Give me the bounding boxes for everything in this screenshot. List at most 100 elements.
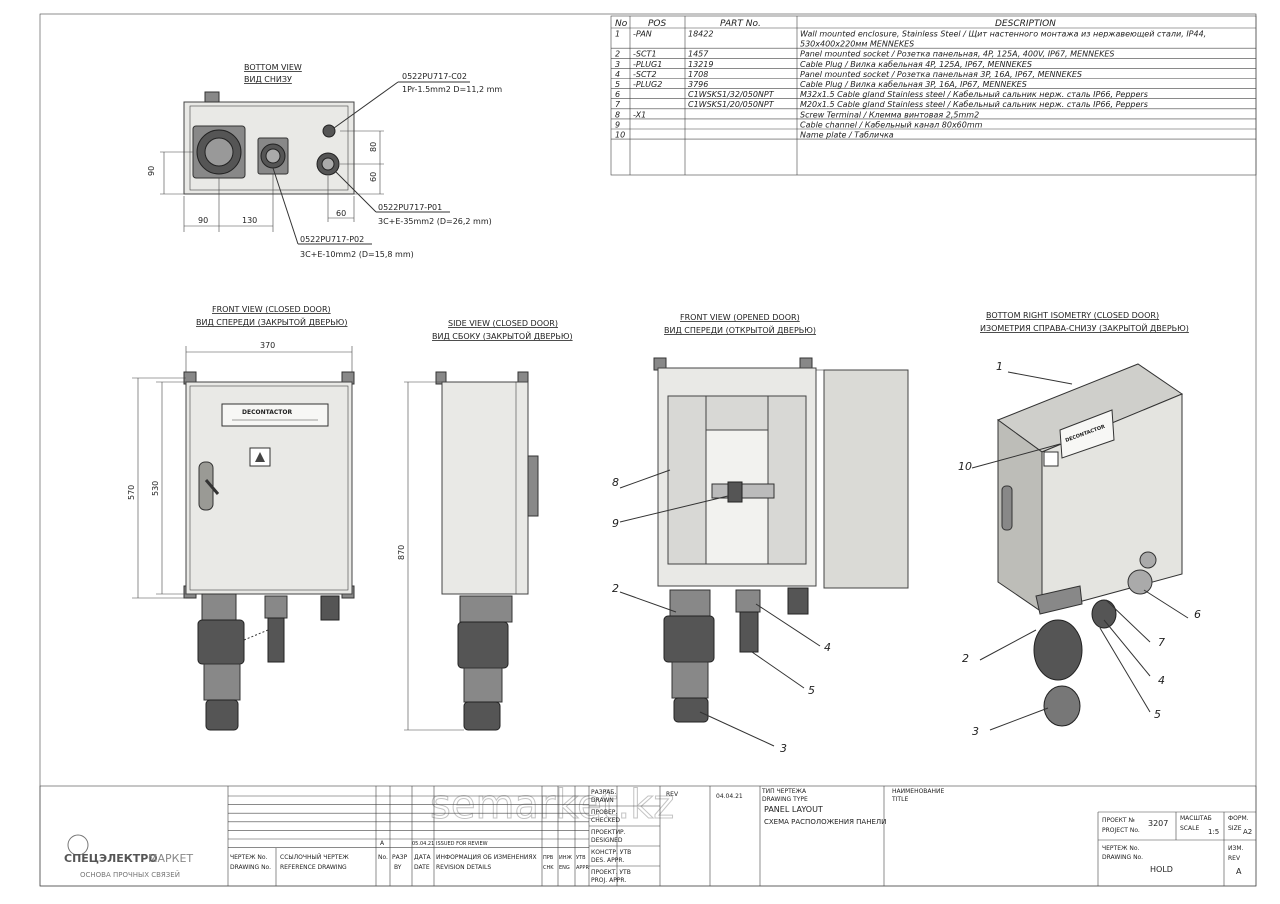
table-cell-part: 13219 [688,60,713,69]
table-cell-part: C1WSKS1/32/050NPT [688,90,775,99]
table-cell-no: 7 [615,100,621,109]
desappr-en: DES. APPR. [591,857,624,864]
table-cell-no: 2 [615,50,620,59]
callout-2-iso: 2 [962,652,969,665]
form-en: SIZE [1228,825,1242,832]
izm-en: REV [1228,855,1241,862]
table-cell-pos: -SCT1 [633,50,657,59]
dwg-val: HOLD [1150,865,1173,874]
dim-530: 530 [151,481,160,496]
table-cell-desc-continued: 530x400x220мм MENNEKES [800,40,914,49]
logo-brand-b: МАРКЕТ [148,852,193,865]
desappr-ru: КОНСТР. УТВ [591,849,631,856]
table-cell-no: 1 [615,30,620,39]
table-cell-no: 5 [615,80,620,89]
col-header-no: No [615,19,628,29]
table-cell-no: 10 [615,131,625,140]
callout-5-iso: 5 [1154,708,1161,721]
callout-2-open: 2 [612,582,619,595]
callout-p02: 0522PU717-P02 [300,235,364,244]
watermark: semarket.kz [430,782,674,828]
hinge-tab [204,91,220,103]
table-cell-pos: -X1 [633,110,646,119]
col-date-en: DATE [414,864,430,871]
dim-90-v: 90 [147,166,156,176]
front-view-opened: FRONT VIEW (OPENED DOOR) ВИД СПЕРЕДИ (ОТ… [612,313,909,755]
type-ru: ТИП ЧЕРТЕЖА [761,788,807,795]
callout-7-iso: 7 [1158,636,1165,649]
izm-val: A [1236,867,1242,876]
col-header-description: DESCRIPTION [995,19,1056,29]
col-appr-ru: УТВ [576,855,586,861]
rev-date: 05.04.21 [412,841,434,847]
col-header-part: PART No. [720,19,761,29]
table-cell-no: 8 [615,110,620,119]
table-cell-desc: Wall mounted enclosure, Stainless Steel … [800,30,1206,39]
scale-val: 1:5 [1208,828,1219,836]
callout-c02: 0522PU717-C02 [402,72,467,81]
logo-tagline: ОСНОВА ПРОЧНЫХ СВЯЗЕЙ [80,870,180,879]
table-cell-part: 1457 [688,50,709,59]
callout-4-iso: 4 [1158,674,1165,687]
open-door [823,369,909,589]
front-opened-title-ru: ВИД СПЕРЕДИ (ОТКРЫТОЙ ДВЕРЬЮ) [664,324,816,335]
plate-text-front: DECONTACTOR [242,409,292,416]
table-cell-pos: -PLUG1 [633,60,662,69]
dim-80: 80 [369,142,378,152]
callout-9-open: 9 [612,517,619,530]
isometry-view: BOTTOM RIGHT ISOMETRY (CLOSED DOOR) ИЗОМ… [958,311,1201,738]
table-cell-desc: M20x1.5 Cable gland Stainless steel / Ка… [800,100,1148,109]
enclosure-side [441,381,529,595]
side-view-closed: SIDE VIEW (CLOSED DOOR) ВИД СБОКУ (ЗАКРЫ… [397,319,573,731]
table-cell-no: 6 [615,90,620,99]
project-en: PROJECT No. [1102,827,1140,834]
rev-col: REV [666,791,679,798]
project-ru: ПРОЕКТ № [1102,817,1135,824]
iso-title-ru: ИЗОМЕТРИЯ СПРАВА-СНИЗУ (ЗАКРЫТОЙ ДВЕРЬЮ) [980,322,1189,333]
col-rev-ru: ИНФОРМАЦИЯ ОБ ИЗМЕНЕНИЯХ [436,854,537,861]
col-date-ru: ДАТА [414,854,431,861]
front-view-closed: FRONT VIEW (CLOSED DOOR) ВИД СПЕРЕДИ (ЗА… [127,305,355,731]
drawing-no-ru: ЧЕРТЕЖ No. [230,854,267,861]
table-cell-part: 1708 [688,70,708,79]
name-plate-front [221,403,329,427]
dim-570: 570 [127,485,136,500]
table-cell-no: 4 [615,70,620,79]
company-logo: СПЕЦЭЛЕКТРО МАРКЕТ ОСНОВА ПРОЧНЫХ СВЯЗЕЙ [64,834,193,879]
col-appr-en: APPR [576,865,589,871]
col-eng-ru: ИНЖ [559,855,573,861]
drawn-ru: РАЗРАБ. [591,789,616,796]
callout-4-open: 4 [824,641,831,654]
table-cell-no: 3 [615,60,620,69]
callout-6-iso: 6 [1194,608,1201,621]
type-val-ru: СХЕМА РАСПОЛОЖЕНИЯ ПАНЕЛИ [764,818,886,826]
type-val-en: PANEL LAYOUT [764,805,823,814]
drawn-date: 04.04.21 [716,793,743,800]
callout-8-open: 8 [612,476,619,489]
drawing-no-en: DRAWING No. [230,864,271,871]
table-cell-desc: Name plate / Табличка [800,131,894,140]
ref-ru: ССЫЛОЧНЫЙ ЧЕРТЕЖ [280,854,349,861]
callout-10-iso: 10 [958,460,972,473]
iso-title-en: BOTTOM RIGHT ISOMETRY (CLOSED DOOR) [986,311,1159,320]
form-val: A2 [1243,828,1252,836]
gland-small-bottom [322,124,336,138]
bottom-view-title-en: BOTTOM VIEW [244,63,302,72]
col-chk-ru: ПРВ [543,855,554,861]
table-cell-desc: M32x1.5 Cable gland Stainless steel / Ка… [800,90,1148,99]
bottom-view-title-ru: ВИД СНИЗУ [244,75,292,84]
col-by-ru: РАЗР [392,854,408,861]
terminal-block [711,483,775,499]
dwg-en: DRAWING No. [1102,854,1143,861]
name-ru: НАИМЕНОВАНИЕ [892,788,945,795]
callout-1-iso: 1 [996,360,1003,373]
logo-brand-a: СПЕЦЭЛЕКТРО [64,852,158,865]
name-en: TITLE [891,796,908,803]
table-cell-desc: Panel mounted socket / Розетка панельная… [800,70,1082,79]
projappr-en: PROJ. APPR. [591,877,626,884]
callout-3-iso: 3 [972,725,979,738]
dim-130: 130 [242,216,257,225]
dim-370: 370 [260,341,275,350]
